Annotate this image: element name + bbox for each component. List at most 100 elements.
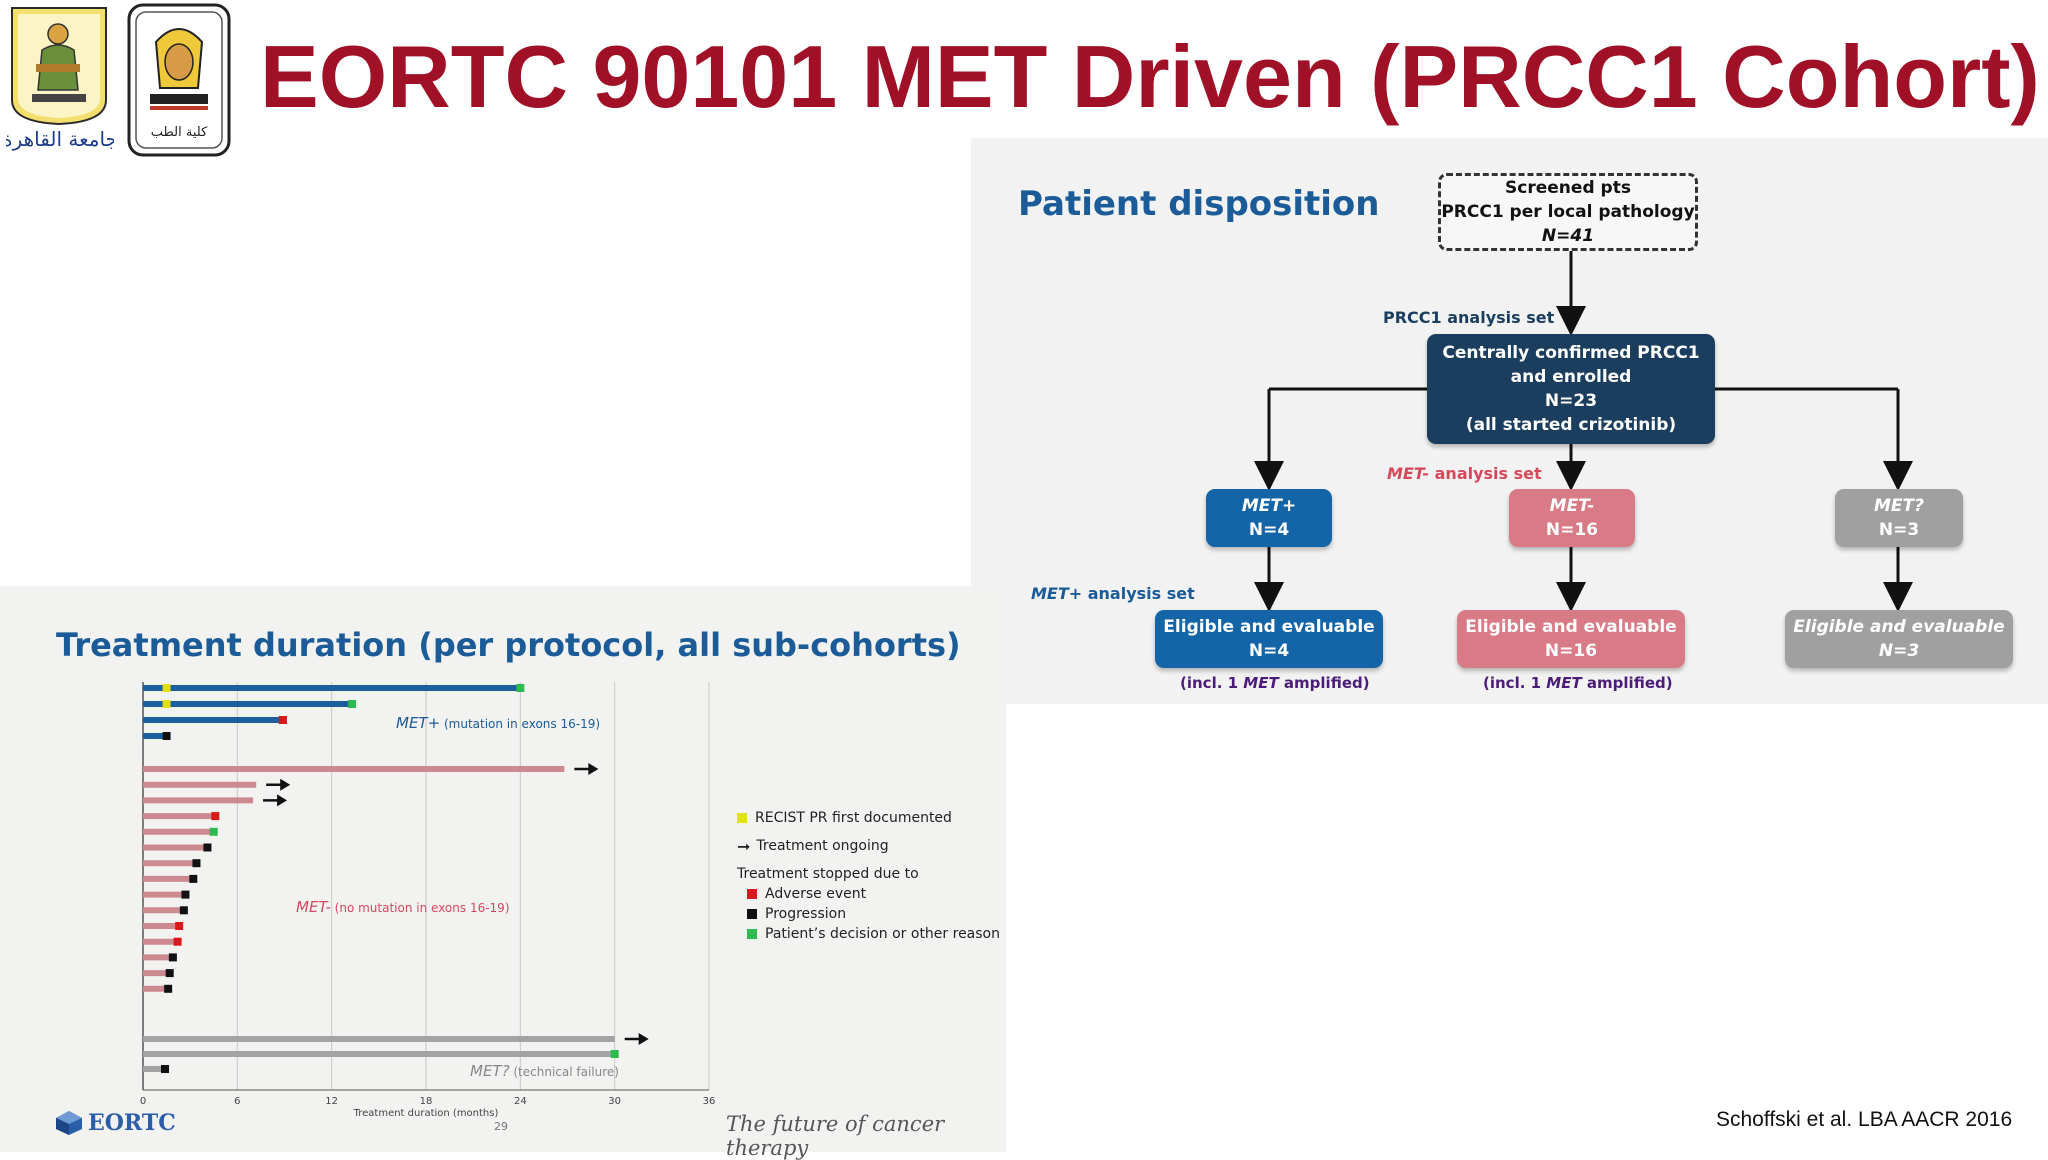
central-line3: N=23 (1544, 391, 1598, 411)
progression-swatch (747, 909, 757, 919)
decision-marker (348, 700, 357, 708)
x-axis-label: Treatment duration (months) (353, 1108, 499, 1119)
x-tick-label: 30 (608, 1096, 621, 1107)
met-unknown-name: MET? (1874, 496, 1924, 516)
legend-progression-label: Progression (765, 906, 847, 922)
progression-marker (179, 906, 188, 915)
tagline: The future of cancer therapy (726, 1112, 945, 1160)
recist-swatch (737, 813, 747, 823)
met-plus-box: MET+ N=4 (1206, 489, 1332, 547)
flow-connectors (1254, 251, 1913, 612)
x-tick-label: 12 (325, 1096, 338, 1107)
adverse-marker (175, 922, 184, 930)
arrow-right-icon (280, 778, 291, 791)
arrow-right-icon (588, 763, 599, 775)
met-plus-eval-line1: Eligible and evaluable (1163, 617, 1375, 637)
progression-marker (164, 984, 173, 993)
adverse-marker (211, 812, 220, 821)
met-minus-incl-note: (incl. 1 MET amplified) (1483, 674, 1673, 692)
cairo-university-logo: جامعة القاهرة (2, 4, 118, 160)
legend-adverse: Adverse event (747, 884, 1000, 904)
met-minus-evaluable-box: Eligible and evaluable N=16 (1457, 610, 1685, 668)
met-minus-box: MET- N=16 (1509, 489, 1635, 547)
legend-recist: RECIST PR first documented (737, 808, 1000, 828)
svg-text:جامعة القاهرة: جامعة القاهرة (6, 127, 114, 151)
centrally-confirmed-box: Centrally confirmed PRCC1 and enrolled N… (1427, 334, 1715, 444)
treatment-duration-panel: Treatment duration (per protocol, all su… (0, 586, 1006, 1160)
central-line2: and enrolled (1510, 367, 1632, 387)
met-unknown-box: MET? N=3 (1835, 489, 1963, 547)
x-tick-label: 6 (234, 1096, 240, 1107)
legend-decision: Patient’s decision or other reason (747, 924, 1000, 944)
progression-marker (192, 859, 201, 868)
x-tick-label: 18 (420, 1096, 433, 1107)
incl-pre-2: (incl. 1 (1483, 674, 1547, 692)
met-minus-name: MET- (1549, 496, 1595, 516)
legend-decision-label: Patient’s decision or other reason (765, 926, 1000, 942)
met-minus-eval-line2: N=16 (1544, 641, 1598, 661)
eortc-cube-icon (56, 1111, 82, 1135)
met-plus-analysis-set-label: MET+ analysis set (1031, 584, 1195, 603)
met-unknown-group-label: MET? (technical failure) (470, 1062, 619, 1080)
progression-marker (189, 874, 198, 883)
legend-stopped-header: Treatment stopped due to (737, 864, 1000, 884)
screened-line3: N=41 (1541, 226, 1595, 246)
progression-marker (162, 732, 171, 740)
progression-marker (168, 953, 177, 962)
arrow-right-icon (277, 794, 288, 807)
decision-swatch (747, 929, 757, 939)
met-unknown-eval-line2: N=3 (1878, 641, 1920, 661)
met-minus-n: N=16 (1545, 520, 1599, 540)
legend-progression: Progression (747, 904, 1000, 924)
x-tick-label: 0 (140, 1096, 146, 1107)
met-unknown-eval-line1: Eligible and evaluable (1793, 617, 2005, 637)
eortc-logo: EORTC (54, 1110, 176, 1136)
met-minus-label-met: MET- (1387, 464, 1430, 483)
adverse-marker (278, 716, 287, 724)
legend-adverse-label: Adverse event (765, 886, 867, 902)
arrow-right-icon (638, 1033, 649, 1045)
met-minus-analysis-set-label: MET- analysis set (1387, 464, 1542, 483)
met-plus-group-label: MET+ (mutation in exons 16-19) (396, 714, 600, 732)
eortc-text: EORTC (88, 1110, 176, 1136)
met-minus-label-rest: analysis set (1429, 464, 1542, 483)
x-tick-label: 36 (703, 1096, 716, 1107)
screened-line1: Screened pts (1505, 178, 1631, 198)
met-plus-eval-line2: N=4 (1248, 641, 1290, 661)
patient-disposition-panel: Patient disposition Screened pts PRCC1 p… (971, 138, 2048, 704)
incl-post-1: amplified) (1278, 674, 1370, 692)
page-number: 29 (494, 1120, 508, 1133)
met-unknown-n: N=3 (1878, 520, 1920, 540)
central-line4: (all started crizotinib) (1465, 415, 1677, 435)
met-minus-eval-line1: Eligible and evaluable (1465, 617, 1677, 637)
chart-legend: RECIST PR first documented ➞ Treatment o… (737, 808, 1000, 944)
patient-disposition-heading: Patient disposition (1018, 184, 1380, 224)
slide-title: EORTC 90101 MET Driven (PRCC1 Cohort) (260, 27, 2040, 126)
met-plus-incl-note: (incl. 1 MET amplified) (1180, 674, 1370, 692)
met-minus-group-label: MET- (no mutation in exons 16-19) (296, 898, 510, 916)
incl-met-1: MET (1243, 674, 1279, 692)
met-plus-label-met: MET+ (1031, 584, 1083, 603)
incl-post-2: amplified) (1581, 674, 1673, 692)
met-plus-name: MET+ (1241, 496, 1297, 516)
adverse-swatch (747, 889, 757, 899)
decision-marker (209, 827, 218, 836)
decision-marker (516, 684, 525, 692)
progression-marker (161, 1065, 170, 1073)
legend-stopped-label: Treatment stopped due to (737, 866, 919, 882)
incl-pre-1: (incl. 1 (1180, 674, 1244, 692)
recist-marker (162, 684, 171, 692)
adverse-marker (173, 937, 182, 946)
faculty-of-medicine-logo: كلية الطب (126, 2, 232, 158)
legend-ongoing-label: Treatment ongoing (756, 838, 889, 854)
progression-marker (203, 843, 212, 852)
prcc1-analysis-set-label: PRCC1 analysis set (1383, 308, 1555, 327)
legend-recist-label: RECIST PR first documented (755, 810, 952, 826)
decision-marker (610, 1050, 619, 1058)
arrow-right-icon: ➞ (737, 836, 751, 856)
svg-text:كلية الطب: كلية الطب (151, 125, 208, 140)
incl-met-2: MET (1546, 674, 1582, 692)
citation: Schoffski et al. LBA AACR 2016 (1716, 1108, 2013, 1131)
x-tick-label: 24 (514, 1096, 527, 1107)
